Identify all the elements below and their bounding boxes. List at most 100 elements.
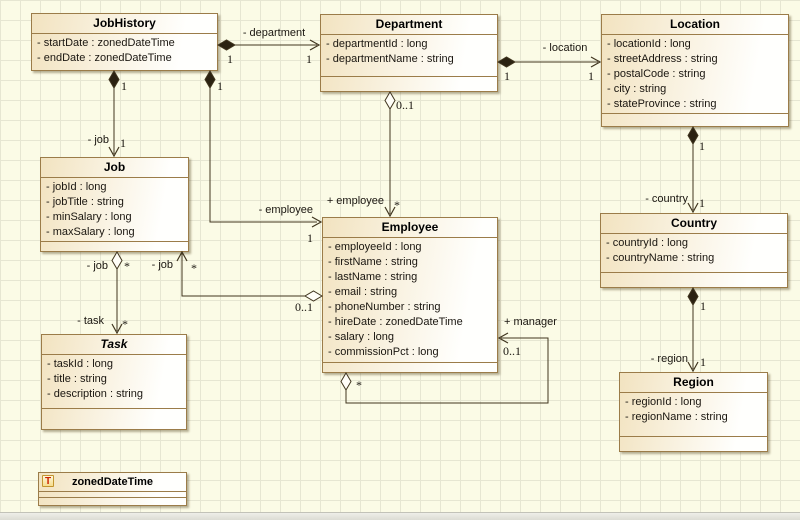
class-JobHistory[interactable]: JobHistory - startDate : zonedDateTime - e… bbox=[31, 13, 218, 71]
composition-diamond bbox=[687, 126, 699, 145]
multiplicity-label: 1 bbox=[227, 52, 233, 66]
multiplicity-label: 1 bbox=[588, 69, 594, 83]
class-Job[interactable]: Job - jobId : long - jobTitle : string - mi… bbox=[40, 157, 189, 252]
open-arrowhead bbox=[111, 323, 123, 335]
class-Country[interactable]: Country - countryId : long - countryName :… bbox=[600, 213, 788, 288]
class-attribute[interactable]: - stateProvince : string bbox=[607, 98, 717, 110]
role-label: - department bbox=[243, 27, 305, 39]
multiplicity-label: 1 bbox=[307, 231, 313, 245]
class-attribute[interactable]: - description : string bbox=[47, 388, 143, 400]
class-attribute[interactable]: - taskId : long bbox=[47, 358, 114, 370]
class-Location[interactable]: Location - locationId : long - streetAddre… bbox=[601, 14, 789, 127]
class-attribute[interactable]: - employeeId : long bbox=[328, 241, 422, 253]
class-attribute[interactable]: - hireDate : zonedDateTime bbox=[328, 316, 463, 328]
class-attribute[interactable]: - postalCode : string bbox=[607, 68, 706, 80]
class-attribute[interactable]: - endDate : zonedDateTime bbox=[37, 52, 172, 64]
multiplicity-label: 1 bbox=[306, 52, 312, 66]
operations-compartment bbox=[602, 113, 788, 126]
association-jobhistory-employee[interactable] bbox=[209, 71, 317, 223]
class-attribute[interactable]: - lastName : string bbox=[328, 271, 418, 283]
class-title[interactable]: Department bbox=[321, 15, 497, 35]
role-label: - employee bbox=[259, 204, 313, 216]
open-arrowhead bbox=[384, 206, 396, 218]
horizontal-scrollbar[interactable] bbox=[0, 512, 800, 520]
multiplicity-label: 0..1 bbox=[396, 98, 414, 112]
class-attribute[interactable]: - email : string bbox=[328, 286, 398, 298]
class-attribute[interactable]: - regionName : string bbox=[625, 411, 728, 423]
role-label: - location bbox=[543, 42, 588, 54]
class-attribute[interactable]: - jobTitle : string bbox=[46, 196, 124, 208]
aggregation-diamond bbox=[304, 290, 323, 302]
datatype-T-icon: T bbox=[42, 475, 54, 487]
role-label: - job bbox=[88, 134, 109, 146]
class-attribute[interactable]: - departmentId : long bbox=[326, 38, 428, 50]
class-attribute[interactable]: - regionId : long bbox=[625, 396, 702, 408]
class-title[interactable]: Job bbox=[41, 158, 188, 178]
class-title[interactable]: Employee bbox=[323, 218, 497, 238]
open-arrowhead bbox=[309, 39, 321, 51]
datatype-title[interactable]: zonedDateTime bbox=[39, 473, 186, 492]
class-title[interactable]: JobHistory bbox=[32, 14, 217, 34]
class-attribute[interactable]: - salary : long bbox=[328, 331, 395, 343]
class-attribute[interactable]: - title : string bbox=[47, 373, 107, 385]
datatype-empty-compartment bbox=[39, 492, 186, 498]
class-attribute[interactable]: - firstName : string bbox=[328, 256, 418, 268]
attributes-compartment: - locationId : long - streetAddress : str… bbox=[602, 35, 788, 113]
multiplicity-label: 1 bbox=[217, 79, 223, 93]
aggregation-diamond bbox=[384, 91, 396, 110]
composition-diamond bbox=[108, 70, 120, 89]
operations-compartment bbox=[323, 362, 497, 372]
class-attribute[interactable]: - jobId : long bbox=[46, 181, 107, 193]
class-title[interactable]: Location bbox=[602, 15, 788, 35]
class-attribute[interactable]: - commissionPct : long bbox=[328, 346, 439, 358]
multiplicity-label: 1 bbox=[699, 196, 705, 210]
class-attribute[interactable]: - countryId : long bbox=[606, 237, 688, 249]
composition-diamond bbox=[217, 39, 236, 51]
open-arrowhead bbox=[687, 361, 699, 373]
role-label: - job bbox=[152, 259, 173, 271]
role-label: + manager bbox=[504, 316, 557, 328]
class-attribute[interactable]: - countryName : string bbox=[606, 252, 715, 264]
class-attribute[interactable]: - minSalary : long bbox=[46, 211, 132, 223]
aggregation-diamond bbox=[111, 251, 123, 270]
operations-compartment bbox=[321, 76, 497, 91]
open-arrowhead bbox=[590, 56, 602, 68]
attributes-compartment: - regionId : long - regionName : string bbox=[620, 393, 767, 436]
role-label: - job bbox=[87, 260, 108, 272]
multiplicity-label: 0..1 bbox=[295, 300, 313, 314]
class-Region[interactable]: Region - regionId : long - regionName : st… bbox=[619, 372, 768, 452]
class-attribute[interactable]: - city : string bbox=[607, 83, 667, 95]
open-arrowhead bbox=[108, 146, 120, 158]
class-attribute[interactable]: - startDate : zonedDateTime bbox=[37, 37, 175, 49]
multiplicity-label: 1 bbox=[120, 136, 126, 150]
class-attribute[interactable]: - streetAddress : string bbox=[607, 53, 718, 65]
open-arrowhead bbox=[176, 250, 188, 262]
composition-diamond bbox=[204, 70, 216, 89]
composition-diamond bbox=[687, 287, 699, 306]
role-label: - task bbox=[77, 315, 104, 327]
role-label: + employee bbox=[327, 195, 384, 207]
multiplicity-label: 1 bbox=[700, 355, 706, 369]
operations-compartment bbox=[41, 241, 188, 251]
attributes-compartment: - jobId : long - jobTitle : string - minSa… bbox=[41, 178, 188, 241]
class-Employee[interactable]: Employee - employeeId : long - firstName :… bbox=[322, 217, 498, 373]
class-attribute[interactable]: - maxSalary : long bbox=[46, 226, 135, 238]
class-attribute[interactable]: - locationId : long bbox=[607, 38, 691, 50]
class-attribute[interactable]: - departmentName : string bbox=[326, 53, 454, 65]
multiplicity-label: * bbox=[124, 259, 130, 273]
class-attribute[interactable]: - phoneNumber : string bbox=[328, 301, 441, 313]
class-title[interactable]: Region bbox=[620, 373, 767, 393]
class-title[interactable]: Country bbox=[601, 214, 787, 234]
class-title[interactable]: Task bbox=[42, 335, 186, 355]
multiplicity-label: * bbox=[394, 198, 400, 212]
open-arrowhead bbox=[311, 216, 323, 228]
multiplicity-label: * bbox=[356, 378, 362, 392]
multiplicity-label: 1 bbox=[504, 69, 510, 83]
attributes-compartment: - countryId : long - countryName : string bbox=[601, 234, 787, 272]
association-employee-job[interactable] bbox=[181, 253, 322, 297]
multiplicity-label: 1 bbox=[700, 299, 706, 313]
class-Department[interactable]: Department - departmentId : long - departm… bbox=[320, 14, 498, 92]
class-Task[interactable]: Task - taskId : long - title : string - des… bbox=[41, 334, 187, 430]
